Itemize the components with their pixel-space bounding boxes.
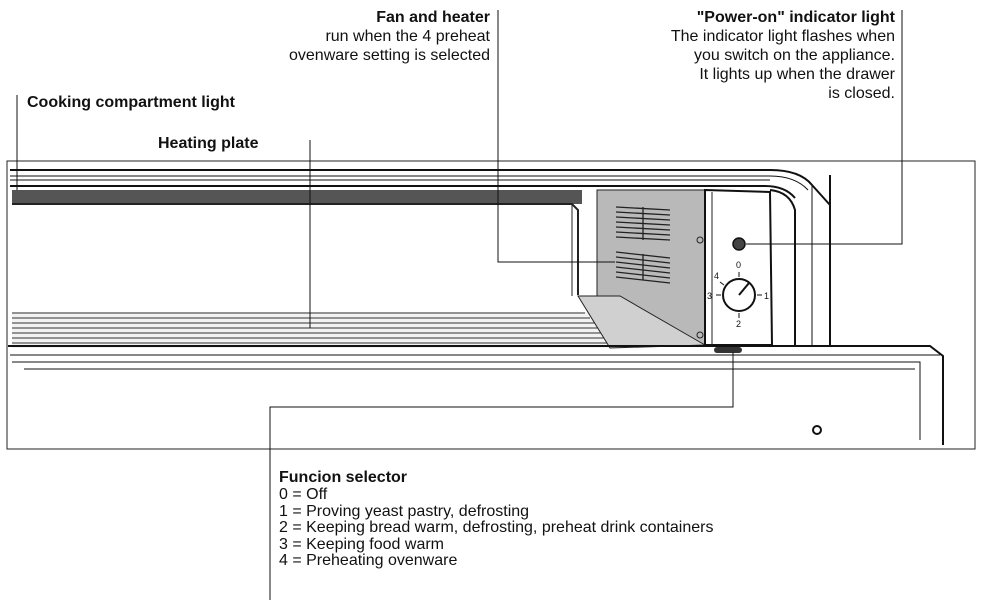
function-setting-4: 4 = Preheating ovenware xyxy=(279,552,458,569)
function-selector-legend: Funcion selector 0 = Off 1 = Proving yea… xyxy=(279,468,713,570)
knob-marks: 0 4 3 1 2 xyxy=(707,260,769,329)
power-on-label: "Power-on" indicator light The indicator… xyxy=(540,8,895,103)
cooking-compartment-light-strip xyxy=(12,190,582,204)
knob-mark-3: 3 xyxy=(707,291,712,301)
knob-mark-2: 2 xyxy=(736,319,741,329)
knob-mark-1: 1 xyxy=(764,291,769,301)
drawer-front xyxy=(8,345,944,445)
power-on-desc-line3: It lights up when the drawer xyxy=(699,66,895,83)
appliance-body xyxy=(10,169,831,345)
power-on-desc-line2: you switch on the appliance. xyxy=(693,47,895,64)
fan-heater-desc-line1: run when the 4 preheat xyxy=(325,28,490,45)
control-panel xyxy=(704,188,774,346)
fan-heater-desc-line2: ovenware setting is selected xyxy=(289,47,490,64)
knob-mark-0: 0 xyxy=(736,260,741,270)
power-on-indicator-light xyxy=(732,237,746,251)
illustration-frame xyxy=(6,160,976,450)
heating-plate-label: Heating plate xyxy=(158,135,259,152)
power-on-desc-line4: is closed. xyxy=(828,85,895,102)
cooking-compartment-light-label: Cooking compartment light xyxy=(27,94,235,111)
drawer-screw xyxy=(812,425,822,435)
knob-mark-4: 4 xyxy=(714,271,719,281)
function-setting-2: 2 = Keeping bread warm, defrosting, preh… xyxy=(279,519,714,536)
function-selector-title: Funcion selector xyxy=(279,469,408,486)
function-setting-3: 3 = Keeping food warm xyxy=(279,535,444,553)
power-on-title: "Power-on" indicator light xyxy=(696,9,895,26)
power-on-desc-line1: The indicator light flashes when xyxy=(670,28,895,45)
heating-plate xyxy=(12,312,610,348)
fan-heater-title: Fan and heater xyxy=(376,9,490,26)
function-setting-1: 1 = Proving yeast pastry, defrosting xyxy=(279,502,530,520)
leader-lines xyxy=(16,10,903,600)
fan-heater-housing xyxy=(577,189,707,349)
function-setting-0: 0 = Off xyxy=(279,486,328,503)
fan-heater-label: Fan and heater run when the 4 preheat ov… xyxy=(160,8,490,65)
